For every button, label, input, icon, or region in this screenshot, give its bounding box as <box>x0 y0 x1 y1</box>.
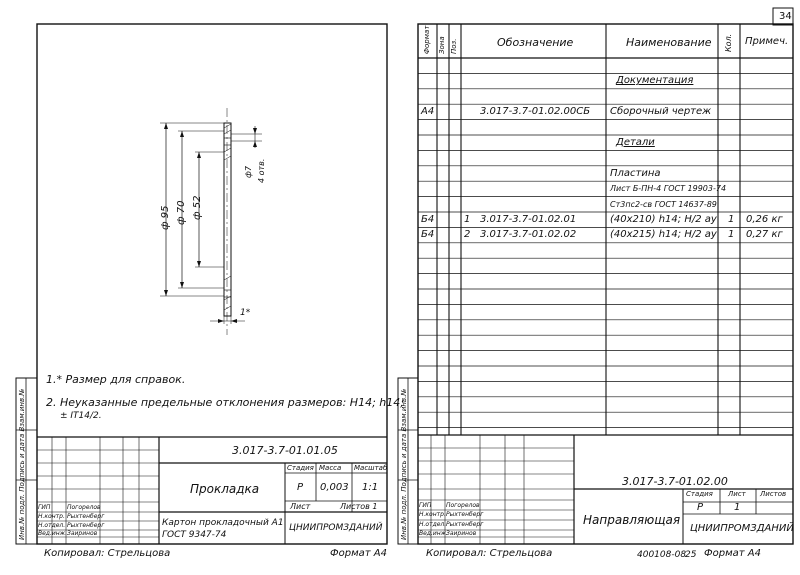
header-zone: Зона <box>438 36 446 54</box>
page-number: 34 <box>779 11 792 22</box>
left-material: Картон прокладочный А1 ГОСТ 9347-74 <box>162 518 284 540</box>
spec-row: Б4 1 3.017-3.7-01.02.01 (40х210) h14; H/2 a… <box>0 213 800 227</box>
right-part-name: Направляющая <box>583 513 681 527</box>
spec-cell-designation: 3.017-3.7-01.02.02 <box>480 229 577 241</box>
note-1: 1.* Размер для справок. <box>46 373 186 386</box>
right-role-4: Вед.инж. <box>419 530 448 537</box>
left-role-4: Вед.инж. <box>38 530 67 537</box>
right-sheet-number: 25 <box>685 550 697 560</box>
spec-row: Б4 2 3.017-3.7-01.02.02 (40х215) h14; H/2 a… <box>0 228 800 242</box>
left-col-mass: Масса <box>319 464 342 472</box>
spec-cell-designation: 3.017-3.7-01.02.00СБ <box>480 106 591 118</box>
spec-cell-name: (40х210) h14; H/2 ay <box>610 214 717 225</box>
left-mass: 0,003 <box>320 482 349 493</box>
spec-cell-name: Лист Б-ПН-4 ГОСТ 19903-74 <box>610 184 727 194</box>
spec-row: А4 3.017-3.7-01.02.00СБ Сборочный чертеж <box>0 105 800 119</box>
spec-row: Ст3пс2-св ГОСТ 14637-89 <box>0 198 800 212</box>
header-name: Наименование <box>626 36 712 49</box>
spec-cell-format: Б4 <box>421 214 435 225</box>
left-person-3: Рыхтенберг <box>67 522 105 529</box>
header-pos: Поз. <box>450 38 458 55</box>
right-person-4: Заиринов <box>446 530 477 537</box>
right-order-number: 400108-08 <box>637 550 687 560</box>
left-role-1: ГИП <box>38 504 51 511</box>
header-note: Примеч. <box>745 36 789 47</box>
spec-cell-name: (40х215) h14; H/2 ay <box>610 229 717 241</box>
right-person-3: Рыхтенберг <box>446 521 484 528</box>
right-col-sheet: Лист <box>728 490 746 498</box>
left-copied: Копировал: Стрельцова <box>44 548 171 559</box>
header-designation: Обозначение <box>497 36 574 49</box>
left-organization: ЦНИИПРОМЗДАНИЙ <box>289 523 383 533</box>
left-role-2: Н.контр. <box>38 513 65 520</box>
left-role-3: Н.отдел. <box>38 522 66 529</box>
spec-cell-name: Ст3пс2-св ГОСТ 14637-89 <box>610 199 717 209</box>
spec-cell-format: Б4 <box>421 229 435 241</box>
spec-cell-note: 0,26 кг <box>746 214 783 225</box>
left-designation: 3.017-3.7-01.01.05 <box>232 444 338 457</box>
header-qty: Кол. <box>724 33 733 52</box>
spec-row: Документация <box>0 74 800 88</box>
spec-cell-pos: 2 <box>464 229 471 241</box>
spec-cell-name: Детали <box>616 137 655 148</box>
right-copied: Копировал: Стрельцова <box>426 548 553 559</box>
spec-cell-designation: 3.017-3.7-01.02.01 <box>480 214 577 225</box>
right-role-2: Н.контр. <box>419 511 446 518</box>
right-role-1: ГИП <box>419 502 432 509</box>
spec-cell-qty: 1 <box>728 214 735 225</box>
left-scale: 1:1 <box>362 482 379 493</box>
spec-row: Лист Б-ПН-4 ГОСТ 19903-74 <box>0 182 800 196</box>
spec-cell-name: Сборочный чертеж <box>610 106 712 118</box>
right-col-stage: Стадия <box>686 490 713 498</box>
header-format: Формат <box>423 25 431 54</box>
right-format: Формат А4 <box>704 548 761 559</box>
left-part-name: Прокладка <box>190 482 260 496</box>
right-side-stamp: Инв.№ подл. Подпись и дата Взам.инв.№ <box>400 388 408 540</box>
left-stage: Р <box>297 482 304 493</box>
right-designation: 3.017-3.7-01.02.00 <box>622 475 728 488</box>
right-stage: Р <box>697 502 704 513</box>
spec-cell-format: А4 <box>421 106 435 118</box>
right-col-sheets: Листов <box>760 490 787 498</box>
spec-cell-name: Документация <box>616 75 694 87</box>
note-2: 2. Неуказанные предельные отклонения раз… <box>46 396 404 409</box>
left-sheet-label: Лист <box>290 502 311 511</box>
left-person-1: Погорелов <box>67 504 101 511</box>
note-2-tolerance: ± IT14/2. <box>60 411 102 421</box>
left-side-stamp: Инв.№ подл. Подпись и дата Взам.инв.№ <box>18 388 26 540</box>
left-person-4: Заиринов <box>67 530 98 537</box>
right-person-2: Рыхтенберг <box>446 511 484 518</box>
left-sheets-label: Листов 1 <box>340 502 378 511</box>
left-col-scale: Масштаб <box>354 464 388 472</box>
spec-cell-qty: 1 <box>728 229 735 241</box>
spec-cell-name: Пластина <box>610 167 661 179</box>
left-person-2: Рыхтенберг <box>67 513 105 520</box>
dim-thickness: 1* <box>240 308 251 318</box>
spec-cell-note: 0,27 кг <box>746 229 783 241</box>
right-organization: ЦНИИПРОМЗДАНИЙ <box>690 523 794 534</box>
spec-cell-pos: 1 <box>464 214 471 225</box>
spec-row: Пластина <box>0 167 800 181</box>
right-person-1: Погорелов <box>446 502 480 509</box>
spec-row: Детали <box>0 136 800 150</box>
right-role-3: Н.отдел. <box>419 521 447 528</box>
left-format: Формат А4 <box>330 548 387 559</box>
left-col-stage: Стадия <box>287 464 314 472</box>
right-sheet: 1 <box>734 502 741 513</box>
